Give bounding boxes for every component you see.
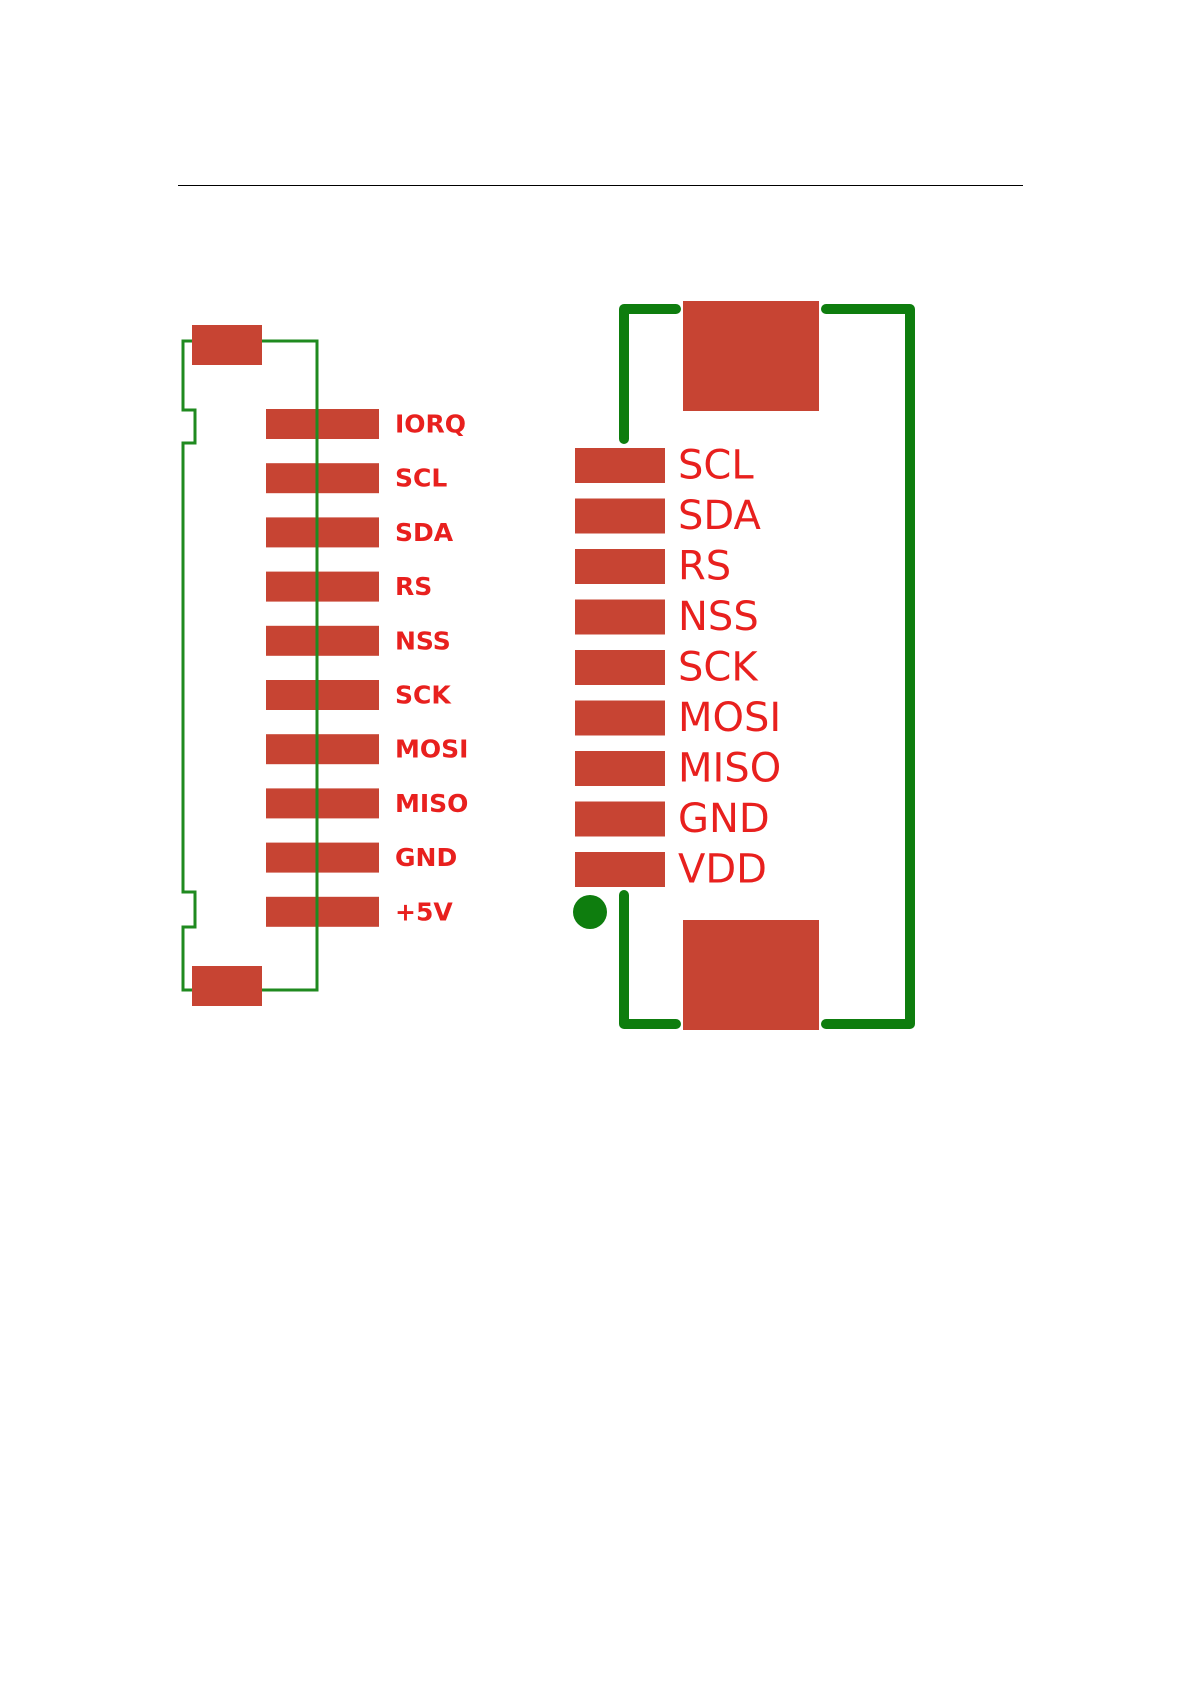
connector-a-pad-scl [266, 463, 379, 493]
connector-a-label-nss: NSS [395, 626, 451, 655]
connector-b-label-mosi: MOSI [678, 695, 781, 741]
connector-b-label-vdd: VDD [678, 847, 767, 893]
connector-b-label-scl: SCL [678, 443, 754, 489]
connector-b-pads [575, 448, 665, 887]
connector-b-outline-top-left [624, 309, 676, 439]
connector-a-pads [266, 409, 379, 927]
connector-a-label-gnd: GND [395, 843, 457, 872]
connector-b-label-gnd: GND [678, 796, 770, 842]
connector-a-label-miso: MISO [395, 789, 468, 818]
connector-b-pad-sck [575, 650, 665, 685]
connector-b-pad-mosi [575, 701, 665, 736]
connector-a: IORQ SCL SDA RS NSS SCK MOSI MISO GND +5V [183, 325, 468, 1006]
connector-b-mount-pad-top [683, 301, 819, 411]
connector-a-pad-sda [266, 517, 379, 547]
connector-a-pad-gnd [266, 843, 379, 873]
connector-a-label-iorq: IORQ [395, 410, 466, 439]
connector-b-label-sda: SDA [678, 493, 761, 539]
connector-a-pad-nss [266, 626, 379, 656]
connector-b-outline-bottom-left [624, 895, 676, 1024]
connector-a-label-sda: SDA [395, 518, 454, 547]
connector-a-pad-plus5v [266, 897, 379, 927]
connector-b-label-miso: MISO [678, 746, 781, 792]
connector-b-pad-gnd [575, 802, 665, 837]
connector-b-label-sck: SCK [678, 645, 759, 691]
connector-b-pad-vdd [575, 852, 665, 887]
connector-b-pad-sda [575, 499, 665, 534]
connector-b-label-nss: NSS [678, 594, 759, 640]
connector-b-pad-scl [575, 448, 665, 483]
connector-a-mount-pad-bottom [192, 966, 262, 1006]
connector-a-pad-iorq [266, 409, 379, 439]
connector-a-mount-pad-top [192, 325, 262, 365]
connector-a-pad-mosi [266, 734, 379, 764]
connector-a-label-sck: SCK [395, 681, 452, 710]
connector-a-label-plus5v: +5V [395, 897, 453, 926]
connector-b-outline-top-right [826, 309, 910, 1024]
connector-a-pad-sck [266, 680, 379, 710]
pin1-marker-dot [573, 895, 607, 929]
connector-a-label-mosi: MOSI [395, 735, 468, 764]
connector-b-pad-miso [575, 751, 665, 786]
connector-a-pad-rs [266, 572, 379, 602]
connector-a-labels: IORQ SCL SDA RS NSS SCK MOSI MISO GND +5V [395, 410, 468, 927]
connector-a-label-scl: SCL [395, 464, 447, 493]
connector-b-pad-nss [575, 600, 665, 635]
connector-a-label-rs: RS [395, 572, 432, 601]
connector-b-mount-pad-bottom [683, 920, 819, 1030]
connector-b-label-rs: RS [678, 544, 731, 590]
connector-b-pad-rs [575, 549, 665, 584]
connector-a-pad-miso [266, 788, 379, 818]
